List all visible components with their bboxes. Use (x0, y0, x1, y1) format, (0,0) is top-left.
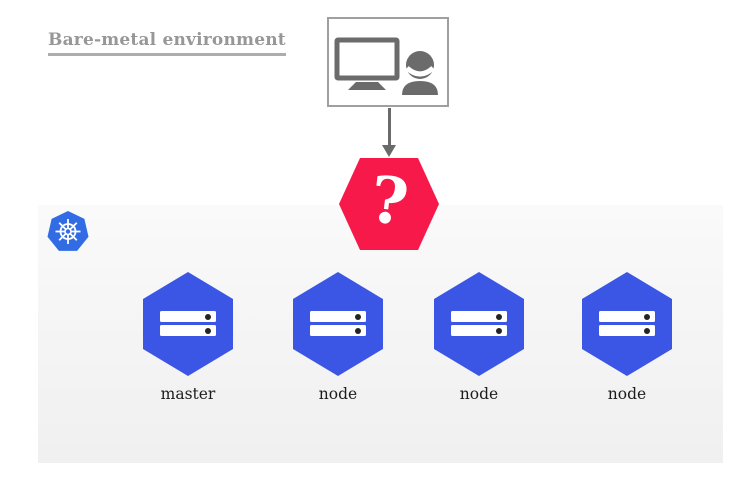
person-icon (402, 51, 438, 95)
server-led-dot (644, 327, 650, 334)
kubernetes-icon (47, 211, 89, 253)
server-bar (451, 325, 507, 336)
server-hexagon (143, 272, 233, 376)
server-led-dot (355, 313, 361, 320)
server-hexagon (293, 272, 383, 376)
monitor-icon (334, 37, 400, 90)
server-hexagon (434, 272, 524, 376)
server-bar (160, 325, 216, 336)
arrow-down-icon (381, 108, 397, 158)
server-bar (451, 311, 507, 322)
node-label: node (318, 385, 358, 403)
node-label: node (459, 385, 499, 403)
server-led-dot (644, 313, 650, 320)
node-3: node (582, 272, 672, 403)
question-mark: ? (366, 162, 413, 242)
server-led-dot (355, 327, 361, 334)
node-label: master (160, 385, 216, 403)
node-2: node (434, 272, 524, 403)
node-1: node (293, 272, 383, 403)
server-bar (599, 311, 655, 322)
monitor-and-person-icon (334, 37, 438, 95)
node-label: node (607, 385, 647, 403)
page-title: Bare-metal environment (48, 30, 286, 56)
server-hexagon (582, 272, 672, 376)
server-bar (310, 325, 366, 336)
client-workstation-box (327, 17, 449, 107)
server-bar (160, 311, 216, 322)
question-hexagon: ? (339, 158, 439, 250)
server-led-dot (205, 327, 211, 334)
node-master: master (143, 272, 233, 403)
server-led-dot (205, 313, 211, 320)
server-led-dot (496, 327, 502, 334)
server-led-dot (496, 313, 502, 320)
server-bar (310, 311, 366, 322)
server-bar (599, 325, 655, 336)
